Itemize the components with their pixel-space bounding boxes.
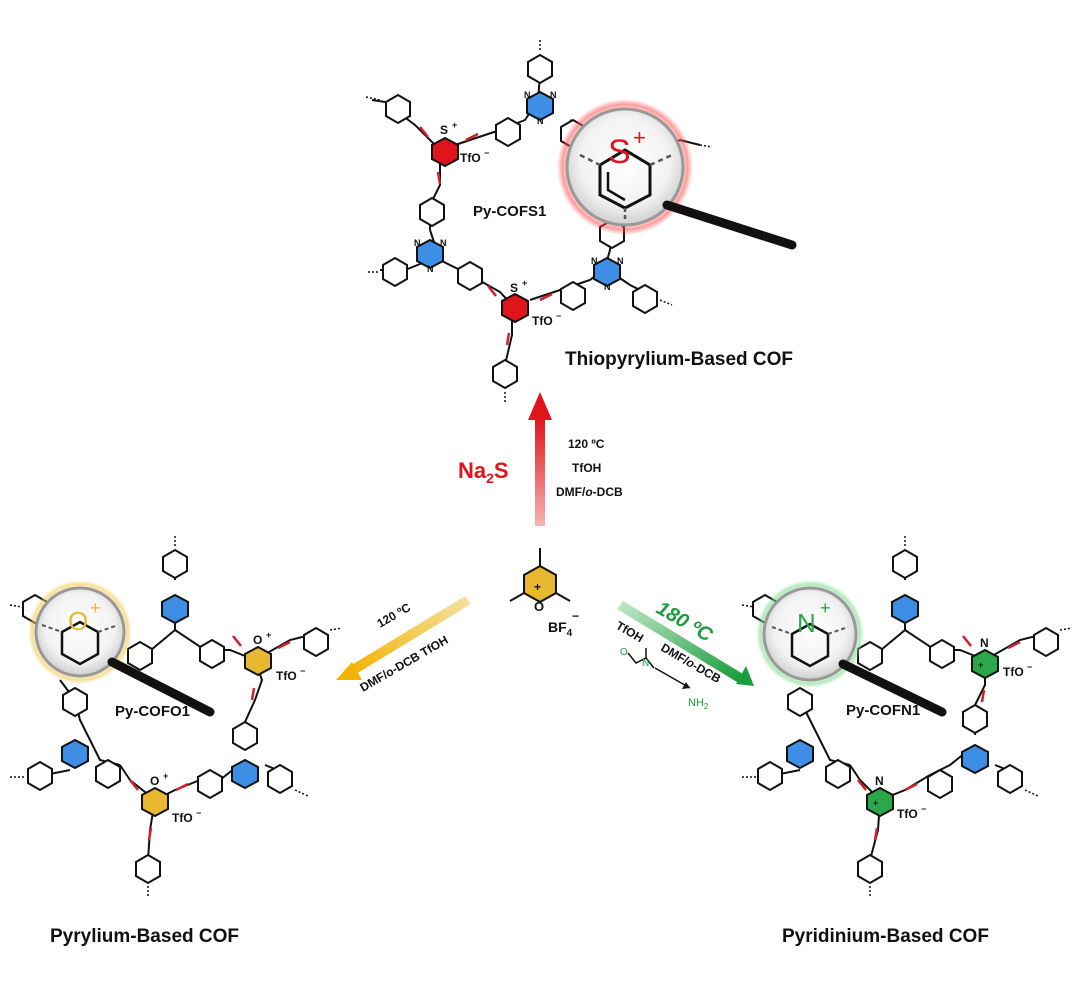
left-cof-name: Py-COFO1 — [115, 703, 190, 720]
svg-text:N: N — [604, 282, 611, 292]
top-dotted-ends — [365, 40, 713, 404]
left-magnified-heteroatom: O — [68, 606, 88, 636]
right-dotted-ends — [741, 536, 1073, 898]
svg-text:−: − — [556, 311, 561, 321]
top-triazine-labels: N N N N N N N N N — [414, 90, 624, 292]
svg-text:N: N — [980, 636, 989, 650]
svg-text:S: S — [510, 281, 518, 295]
right-magnified-charge: + — [820, 598, 831, 618]
top-node-labels: S + TfO − S + TfO − — [440, 120, 561, 328]
amine-product: NH2 — [688, 697, 709, 711]
svg-text:TfO: TfO — [460, 151, 481, 165]
top-cof-name: Py-COFS1 — [473, 203, 546, 220]
svg-text:N: N — [591, 256, 598, 266]
left-cof-title: Pyrylium-Based COF — [50, 926, 239, 947]
svg-text:S: S — [440, 123, 448, 137]
left-dotted-ends — [9, 536, 343, 898]
top-magnifier — [557, 99, 797, 250]
bf4-anion: BF4 — [548, 619, 573, 639]
svg-text:N: N — [550, 90, 557, 100]
right-node-labels: N + TfO − N + TfO − — [873, 636, 1032, 821]
right-cof-name: Py-COFN1 — [846, 702, 920, 719]
up-cond-solvent: DMF/o-DCB — [556, 485, 623, 499]
right-triazine-rings — [786, 593, 989, 775]
right-pyridinium-nodes — [866, 648, 999, 818]
svg-text:−: − — [921, 804, 926, 814]
left-magnified-charge: + — [90, 598, 101, 618]
center-charge: + — [534, 580, 541, 594]
top-triazine-rings — [416, 90, 621, 288]
svg-text:N: N — [537, 116, 544, 126]
svg-text:−: − — [484, 148, 489, 158]
svg-text:TfO: TfO — [897, 807, 918, 821]
bf4-charge: − — [572, 609, 579, 623]
left-benzene-rings — [22, 548, 329, 885]
svg-text:TfO: TfO — [276, 669, 297, 683]
top-thiopyrylium-nodes — [431, 136, 529, 324]
top-cof-title: Thiopyrylium-Based COF — [565, 349, 793, 370]
svg-text:N: N — [875, 774, 884, 788]
svg-text:TfO: TfO — [172, 811, 193, 825]
svg-text:+: + — [978, 660, 983, 670]
svg-text:+: + — [452, 120, 457, 130]
svg-text:+: + — [522, 278, 527, 288]
top-magnified-heteroatom: S — [608, 133, 631, 171]
arrow-left — [336, 595, 471, 680]
svg-text:+: + — [873, 798, 878, 808]
svg-text:O: O — [150, 774, 159, 788]
left-triazine-rings — [61, 593, 259, 790]
svg-text:TfO: TfO — [532, 314, 553, 328]
svg-text:+: + — [163, 771, 168, 781]
svg-text:−: − — [1027, 662, 1032, 672]
right-benzene-rings — [752, 548, 1059, 885]
left-pyrylium-nodes — [141, 645, 272, 818]
left-node-labels: O + TfO − O + TfO − — [150, 630, 305, 825]
center-pyrylium — [509, 548, 571, 604]
svg-text:N: N — [524, 90, 531, 100]
svg-text:−: − — [300, 666, 305, 676]
right-vinyl-links — [857, 635, 1021, 841]
dmf-oxygen: O — [620, 647, 628, 658]
center-oxygen: O — [534, 599, 544, 614]
left-vinyl-links — [129, 635, 291, 841]
dmf-nitrogen: N — [642, 658, 649, 669]
right-magnified-heteroatom: N — [797, 608, 816, 638]
svg-text:TfO: TfO — [1003, 665, 1024, 679]
dmf-decomposition — [627, 648, 691, 689]
svg-text:O: O — [253, 633, 262, 647]
left-magnifier — [28, 580, 215, 717]
svg-text:+: + — [266, 630, 271, 640]
svg-text:N: N — [414, 238, 421, 248]
up-cond-temp: 120 ºC — [568, 437, 605, 451]
svg-text:N: N — [617, 256, 624, 266]
svg-text:N: N — [440, 238, 447, 248]
na2s-reagent: Na2S — [458, 458, 509, 486]
right-cof-title: Pyridinium-Based COF — [782, 926, 989, 947]
arrow-right — [617, 600, 754, 686]
top-vinyl-links — [419, 126, 553, 346]
right-magnifier — [756, 580, 947, 717]
svg-text:−: − — [196, 808, 201, 818]
left-cond-temp: 120 ºC — [375, 600, 414, 630]
up-cond-acid: TfOH — [572, 461, 601, 475]
svg-text:N: N — [427, 264, 434, 274]
top-magnified-charge: + — [633, 125, 646, 150]
arrow-up — [528, 392, 552, 526]
